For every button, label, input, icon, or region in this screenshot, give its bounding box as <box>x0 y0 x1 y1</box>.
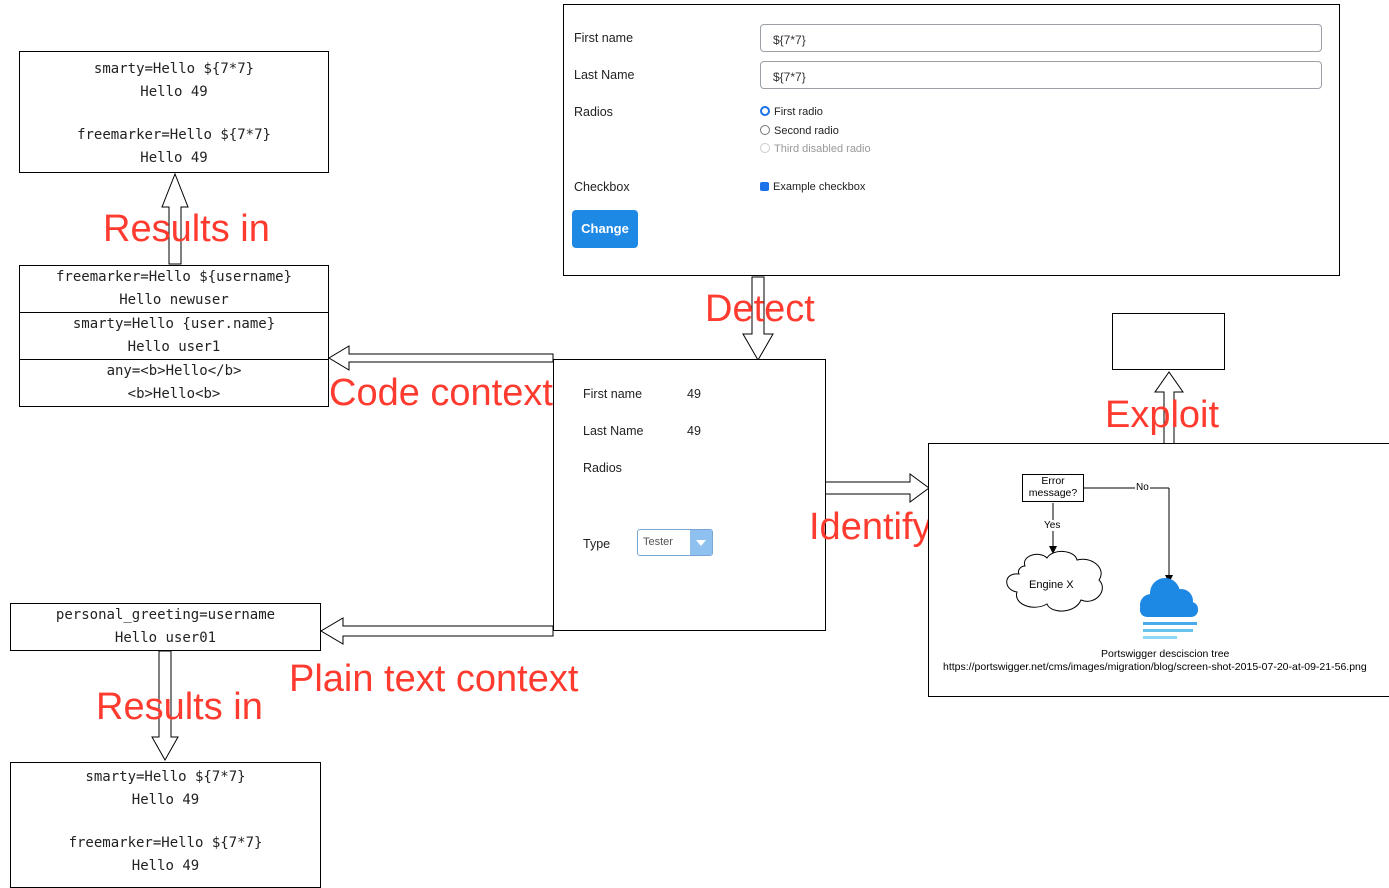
cloud-weather-icon <box>1140 578 1198 639</box>
no-edge-label: No <box>1135 482 1150 493</box>
exploit-target-box <box>1112 313 1225 370</box>
label-detect: Detect <box>705 288 815 330</box>
top-result-line-2: Hello 49 <box>140 84 208 100</box>
radio-unselected-icon <box>760 125 770 135</box>
arrow-up-exploit <box>1154 371 1184 445</box>
radio-third-disabled: Third disabled radio <box>760 143 871 155</box>
rendered-output-box: First name 49 Last Name 49 Radios Type T… <box>553 359 826 631</box>
bottom-result-line-4: Hello 49 <box>131 858 200 874</box>
checkbox-option-label: Example checkbox <box>773 181 866 193</box>
radio-first-label: First radio <box>774 106 823 118</box>
example-checkbox[interactable]: Example checkbox <box>760 181 865 193</box>
last-name-field[interactable]: ${7*7} <box>760 61 1322 89</box>
input-form-box: First name ${7*7} Last Name ${7*7} Radio… <box>563 4 1340 276</box>
change-button[interactable]: Change <box>572 210 638 248</box>
rendered-type-label: Type <box>583 537 611 551</box>
label-exploit: Exploit <box>1105 394 1220 436</box>
engine-cloud-shape <box>1006 551 1103 612</box>
type-select[interactable]: Tester <box>637 529 713 556</box>
error-message-node: Error message? <box>1022 474 1084 502</box>
rendered-first-name-value: 49 <box>687 387 701 401</box>
yes-edge-label: Yes <box>1044 520 1061 531</box>
rendered-last-name-value: 49 <box>687 424 701 438</box>
decision-tree-caption: Portswigger desciscion tree <box>1101 648 1230 660</box>
code-cell-freemarker: freemarker=Hello ${username} Hello newus… <box>19 265 329 313</box>
rendered-last-name-label: Last Name <box>583 424 644 438</box>
plain-line-1: personal_greeting=username <box>55 607 276 623</box>
decision-tree-edges <box>1006 487 1198 639</box>
top-result-line-4: Hello 49 <box>140 150 208 166</box>
code-cell-any: any=<b>Hello</b> <b>Hello<b> <box>19 359 329 407</box>
code-cell-line: Hello user1 <box>127 339 221 355</box>
radio-second[interactable]: Second radio <box>760 125 839 137</box>
label-results-in-top: Results in <box>103 208 270 250</box>
checkbox-checked-icon <box>760 182 769 191</box>
question-line-1: Error <box>1041 475 1065 487</box>
bottom-result-line-3: freemarker=Hello ${7*7} <box>68 835 263 851</box>
engine-node-label: Engine X <box>1029 579 1074 591</box>
rendered-radios-label: Radios <box>583 461 622 475</box>
top-result-line-3: freemarker=Hello ${7*7} <box>77 127 271 143</box>
code-cell-line: Hello newuser <box>119 292 229 308</box>
code-cell-smarty: smarty=Hello {user.name} Hello user1 <box>19 312 329 360</box>
bottom-result-line-2: Hello 49 <box>131 792 200 808</box>
rendered-first-name-label: First name <box>583 387 643 401</box>
label-results-in-bottom: Results in <box>96 686 263 728</box>
first-name-field[interactable]: ${7*7} <box>760 24 1322 52</box>
bottom-result-line-1: smarty=Hello ${7*7} <box>85 769 246 785</box>
label-identify: Identify <box>809 506 932 548</box>
arrow-down-detect <box>742 276 774 362</box>
radios-label: Radios <box>574 105 613 119</box>
first-name-label: First name <box>574 31 634 45</box>
type-select-value: Tester <box>643 536 673 548</box>
decision-tree-url: https://portswigger.net/cms/images/migra… <box>943 661 1367 673</box>
label-plain-text-context: Plain text context <box>289 658 579 700</box>
code-cell-line: any=<b>Hello</b> <box>106 363 242 379</box>
checkbox-label: Checkbox <box>574 180 630 194</box>
chevron-down-icon <box>690 530 712 555</box>
last-name-label: Last Name <box>574 68 635 82</box>
plain-text-box: personal_greeting=username Hello user01 <box>10 603 321 651</box>
label-code-context: Code context <box>329 372 553 414</box>
radio-third-label: Third disabled radio <box>774 143 871 155</box>
bottom-results-box: smarty=Hello ${7*7} Hello 49 freemarker=… <box>10 762 321 888</box>
arrow-down-bottom <box>151 650 179 762</box>
decision-tree-box: Error message? No Yes Engine X Portswigg… <box>928 443 1389 697</box>
radio-first[interactable]: First radio <box>760 106 823 118</box>
radio-disabled-icon <box>760 143 770 153</box>
radio-selected-icon <box>760 106 770 116</box>
code-cell-line: smarty=Hello {user.name} <box>72 316 276 332</box>
plain-line-2: Hello user01 <box>114 630 217 646</box>
arrow-left-code-context <box>328 345 554 371</box>
top-result-line-1: smarty=Hello ${7*7} <box>93 61 255 77</box>
question-line-2: message? <box>1028 487 1078 499</box>
top-results-box: smarty=Hello ${7*7} Hello 49 freemarker=… <box>19 51 329 173</box>
code-cell-line: freemarker=Hello ${username} <box>55 269 292 285</box>
radio-second-label: Second radio <box>774 125 839 137</box>
arrow-up-top-left <box>161 172 189 265</box>
arrow-left-plain-text <box>320 617 554 645</box>
code-cell-line: <b>Hello<b> <box>127 386 221 402</box>
arrow-right-identify <box>824 473 930 503</box>
